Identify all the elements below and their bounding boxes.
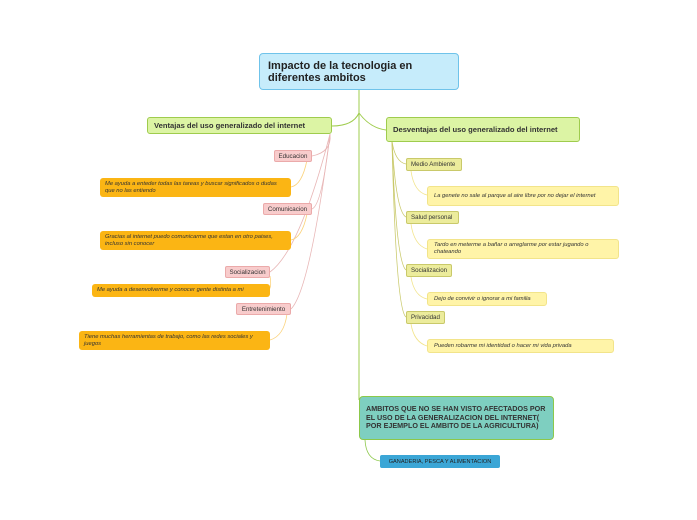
salud-text: Tardo en meterme a bañar o arreglarme po… bbox=[434, 242, 589, 255]
socializacion-desventaja-topic[interactable]: Socializacion bbox=[406, 264, 452, 277]
ventajas-topic[interactable]: Ventajas del uso generalizado del intern… bbox=[147, 117, 332, 134]
socializacion-desventaja-note[interactable]: Dejo de convivir o ignorar a mi familia bbox=[427, 292, 547, 306]
socializacion-ventaja-note[interactable]: Me ayuda a desenvolverme y conocer gente… bbox=[92, 284, 270, 297]
educacion-note[interactable]: Me ayuda a enteder todas las tareas y bu… bbox=[100, 178, 291, 197]
desventajas-title: Desventajas del uso generalizado del int… bbox=[393, 125, 558, 134]
ventajas-title: Ventajas del uso generalizado del intern… bbox=[154, 121, 306, 130]
privacidad-text: Pueden robarme mi identidad o hacer mi v… bbox=[434, 342, 572, 349]
root-title: Impacto de la tecnologia en diferentes a… bbox=[268, 59, 413, 84]
comunicacion-note[interactable]: Gracias al internet puedo comunicarme qu… bbox=[100, 231, 291, 250]
educacion-label: Educacion bbox=[278, 152, 308, 160]
ganaderia-topic[interactable]: GANADERIA, PESCA Y ALIMENTACION bbox=[380, 455, 500, 468]
root-topic[interactable]: Impacto de la tecnologia en diferentes a… bbox=[259, 53, 459, 90]
privacidad-label: Privacidad bbox=[411, 314, 440, 321]
socializacion-desventaja-label: Socializacion bbox=[411, 267, 448, 274]
socializacion-ventaja-label: Socializacion bbox=[229, 268, 266, 276]
entretenimiento-note[interactable]: Tiene muchas herramientas de trabajo, co… bbox=[79, 331, 270, 350]
ambitos-topic[interactable]: AMBITOS QUE NO SE HAN VISTO AFECTADOS PO… bbox=[359, 396, 554, 440]
medio-ambiente-note[interactable]: La genete no sale al parque al aire libr… bbox=[427, 186, 619, 206]
socializacion-desventaja-text: Dejo de convivir o ignorar a mi familia bbox=[434, 295, 531, 302]
medio-ambiente-topic[interactable]: Medio Ambiente bbox=[406, 158, 462, 171]
socializacion-ventaja-text: Me ayuda a desenvolverme y conocer gente… bbox=[97, 287, 244, 293]
educacion-topic[interactable]: Educacion bbox=[274, 150, 312, 162]
medio-ambiente-label: Medio Ambiente bbox=[411, 161, 456, 168]
comunicacion-text: Gracias al internet puedo comunicarme qu… bbox=[105, 233, 273, 247]
comunicacion-label: Comunicacion bbox=[267, 205, 308, 213]
entretenimiento-topic[interactable]: Entretenimiento bbox=[236, 303, 291, 315]
privacidad-topic[interactable]: Privacidad bbox=[406, 311, 445, 324]
ganaderia-label: GANADERIA, PESCA Y ALIMENTACION bbox=[388, 458, 492, 465]
salud-note[interactable]: Tardo en meterme a bañar o arreglarme po… bbox=[427, 239, 619, 259]
salud-label: Salud personal bbox=[411, 214, 453, 221]
educacion-text: Me ayuda a enteder todas las tareas y bu… bbox=[105, 180, 277, 194]
entretenimiento-label: Entretenimiento bbox=[241, 305, 286, 313]
privacidad-note[interactable]: Pueden robarme mi identidad o hacer mi v… bbox=[427, 339, 614, 353]
medio-ambiente-text: La genete no sale al parque al aire libr… bbox=[434, 192, 596, 199]
ambitos-title: AMBITOS QUE NO SE HAN VISTO AFECTADOS PO… bbox=[366, 404, 546, 431]
salud-topic[interactable]: Salud personal bbox=[406, 211, 459, 224]
desventajas-topic[interactable]: Desventajas del uso generalizado del int… bbox=[386, 117, 580, 142]
socializacion-ventaja-topic[interactable]: Socializacion bbox=[225, 266, 270, 278]
comunicacion-topic[interactable]: Comunicacion bbox=[263, 203, 312, 215]
entretenimiento-text: Tiene muchas herramientas de trabajo, co… bbox=[84, 333, 253, 347]
